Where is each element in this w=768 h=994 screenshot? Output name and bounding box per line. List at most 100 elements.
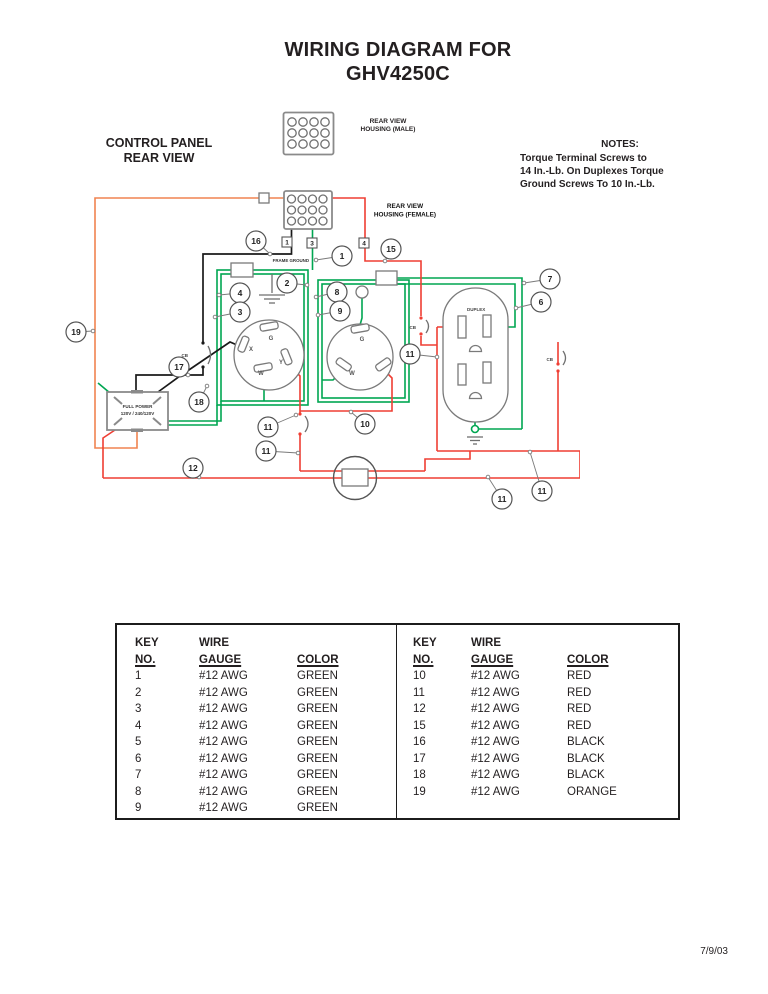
- duplex-label: DUPLEX: [467, 307, 485, 312]
- callout-4: 4: [216, 282, 251, 304]
- revision-date: 7/9/03: [700, 946, 728, 957]
- callout-18: 18: [188, 383, 210, 413]
- svg-text:11: 11: [262, 446, 271, 456]
- svg-text:7: 7: [548, 274, 553, 284]
- header-key: KEY: [135, 637, 159, 649]
- prong-label-x: X: [249, 347, 253, 353]
- page-title: WIRING DIAGRAM FOR GHV4250C: [28, 38, 768, 86]
- relay-contact: [304, 415, 309, 433]
- notes-title: NOTES:: [601, 139, 639, 150]
- prong-label-g: G: [269, 336, 274, 342]
- duplex-ground-hole-upper: [468, 344, 483, 353]
- junction-block-right: [375, 270, 398, 286]
- duplex-outlet: DUPLEX: [442, 287, 509, 423]
- svg-text:6: 6: [539, 297, 544, 307]
- page-title-line2: GHV4250C: [346, 63, 450, 85]
- callout-2: 2: [276, 272, 310, 294]
- housing-female-label-line1: REAR VIEW: [387, 203, 424, 210]
- svg-text:15: 15: [386, 244, 396, 254]
- cb-label-left: CB: [182, 353, 189, 358]
- terminal-tag-4: 4: [358, 237, 370, 249]
- svg-text:8: 8: [335, 287, 340, 297]
- terminal-tag-3: 3: [306, 237, 318, 249]
- frame-ground-label: FRAME GROUND: [273, 258, 309, 263]
- control-panel-label-line2: REAR VIEW: [123, 151, 195, 165]
- circuit-breaker-left-contact: [207, 345, 212, 365]
- notes-line1: Torque Terminal Screws to: [520, 153, 647, 164]
- callout-10: 10: [348, 409, 376, 435]
- callout-11a: 11: [399, 343, 440, 365]
- header-wire: WIRE: [471, 637, 502, 649]
- duplex-ground-hole-lower: [468, 391, 483, 400]
- svg-text:4: 4: [362, 241, 366, 248]
- callout-11b: 11: [257, 412, 299, 438]
- header-color: COLOR: [567, 653, 609, 666]
- callout-8: 8: [313, 281, 348, 303]
- svg-text:18: 18: [194, 397, 204, 407]
- switch-label-line2: 120V / 240/120V: [121, 411, 155, 416]
- header-wire: WIRE: [199, 637, 230, 649]
- circuit-breaker-mid-contact: [425, 319, 430, 334]
- svg-text:3: 3: [238, 307, 243, 317]
- receptacle-120-240v: G X Y W: [233, 319, 305, 391]
- voltage-selector-switch: FULL POWER 120V / 240/120V: [106, 390, 169, 432]
- grommet: [355, 285, 369, 299]
- callout-9: 9: [315, 300, 351, 322]
- housing-female-label-line2: HOUSING (FEMALE): [374, 212, 436, 219]
- control-panel-label: CONTROL PANEL REAR VIEW: [88, 136, 230, 166]
- callout-15: 15: [380, 238, 402, 264]
- housing-male-label: REAR VIEW HOUSING (MALE): [347, 118, 429, 134]
- svg-text:9: 9: [338, 306, 343, 316]
- svg-text:17: 17: [174, 362, 184, 372]
- ground-symbol-duplex: [467, 436, 483, 445]
- junction-block-left: [230, 262, 254, 278]
- prong-label-g2: G: [360, 337, 365, 343]
- connector-tab: [258, 192, 270, 204]
- svg-text:11: 11: [406, 349, 415, 359]
- callout-17: 17: [168, 356, 191, 378]
- control-panel-label-line1: CONTROL PANEL: [105, 136, 213, 150]
- callout-6: 6: [513, 291, 552, 313]
- housing-male-label-line2: HOUSING (MALE): [360, 126, 416, 133]
- housing-male-label-line1: REAR VIEW: [369, 118, 407, 125]
- prong-label-w: W: [258, 371, 264, 377]
- notes-line3: Ground Screws To 10 In.-Lb.: [520, 179, 655, 190]
- svg-text:19: 19: [71, 327, 81, 337]
- notes-block: NOTES: Torque Terminal Screws to 14 In.-…: [520, 138, 720, 191]
- ground-symbol-frame: [259, 274, 285, 304]
- header-gauge: GAUGE: [471, 653, 514, 666]
- page-title-line1: WIRING DIAGRAM FOR: [284, 39, 512, 61]
- terminal-tag-1: 1: [281, 236, 293, 248]
- callout-11c: 11: [255, 440, 301, 462]
- housing-female-pins: [286, 194, 328, 226]
- callout-19: 19: [65, 321, 96, 343]
- wiring-diagram: REAR VIEW HOUSING (FEMALE) 1 3 4 FRAME G…: [65, 190, 580, 510]
- header-key: KEY: [413, 637, 437, 649]
- svg-text:10: 10: [360, 419, 370, 429]
- svg-text:11: 11: [264, 422, 273, 432]
- callout-11d: 11: [485, 474, 513, 510]
- callout-1: 1: [313, 245, 353, 267]
- housing-male-pins: [287, 117, 330, 149]
- prong-label-w2: W: [349, 371, 355, 377]
- callout-7: 7: [521, 268, 561, 290]
- svg-text:2: 2: [285, 278, 290, 288]
